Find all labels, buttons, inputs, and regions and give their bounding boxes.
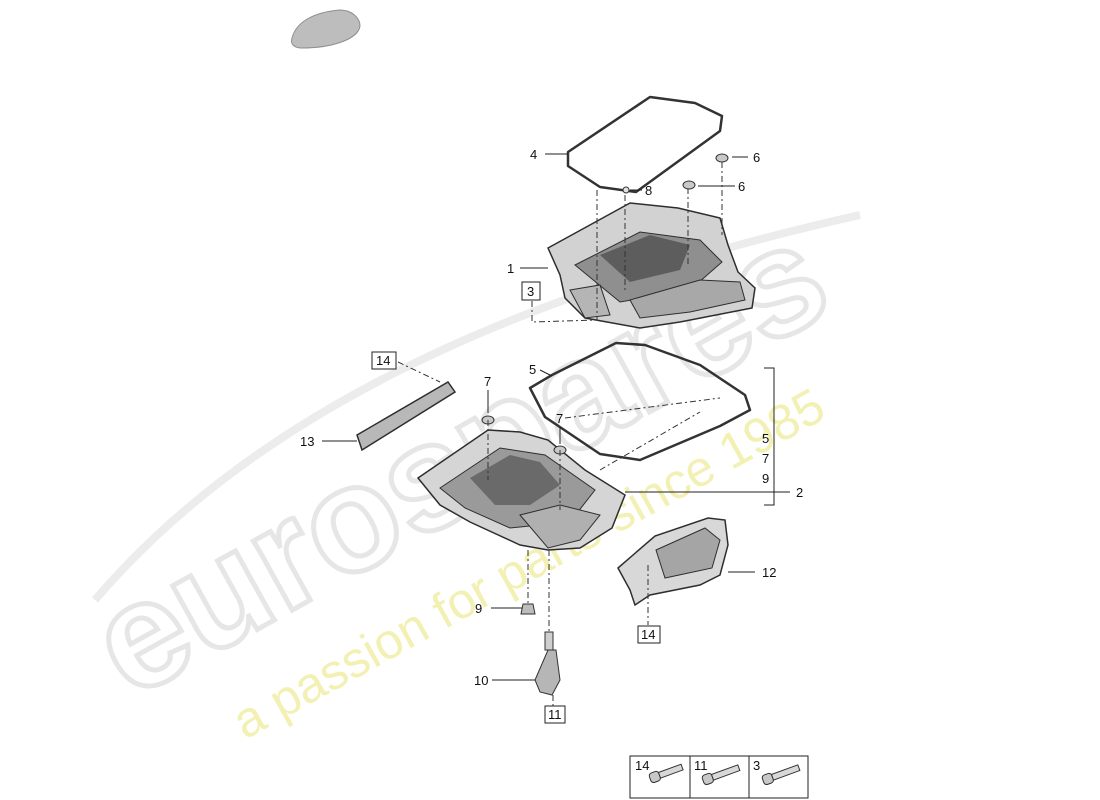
callout-10: 10 [474, 673, 488, 688]
fastener-label-11: 11 [694, 758, 708, 773]
callout-3-box: 3 [521, 281, 541, 301]
plug-6-upper [715, 153, 729, 163]
callout-14-upper-box: 14 [371, 351, 397, 370]
callout-14-lower: 14 [641, 627, 655, 642]
lower-oil-pan [416, 429, 626, 551]
upper-oil-pan [547, 202, 756, 329]
callout-14-lower-box: 14 [637, 625, 661, 644]
callout-4: 4 [530, 147, 537, 162]
callout-7-group: 7 [762, 451, 769, 466]
callout-9: 9 [475, 601, 482, 616]
callout-13: 13 [300, 434, 314, 449]
lower-dash-lines [397, 361, 721, 706]
cover-12 [617, 517, 729, 607]
car-silhouette-icon [291, 9, 361, 49]
callout-11: 11 [548, 707, 562, 722]
callout-5-group: 5 [762, 431, 769, 446]
upper-gasket [566, 95, 724, 194]
callout-8: 8 [645, 183, 652, 198]
callout-6-lower: 6 [738, 179, 745, 194]
callout-11-box: 11 [544, 705, 566, 724]
bolt-11-icon [701, 764, 741, 786]
upper-dash-lines [531, 162, 723, 323]
bolt-14-icon [648, 763, 684, 784]
plug-6-lower [682, 180, 696, 190]
callout-7-right: 7 [556, 411, 563, 426]
oil-level-sensor-10 [534, 631, 561, 696]
callout-2: 2 [796, 485, 803, 500]
callout-1: 1 [507, 261, 514, 276]
callout-12: 12 [762, 565, 776, 580]
bolt-3-icon [761, 764, 801, 786]
callout-7-left: 7 [484, 374, 491, 389]
fastener-label-3: 3 [753, 758, 760, 773]
callout-5-left: 5 [529, 362, 536, 377]
callout-9-group: 9 [762, 471, 769, 486]
fastener-box: 14 11 3 [629, 755, 809, 799]
callout-14-upper: 14 [376, 353, 390, 368]
leader-lines [322, 153, 790, 681]
callout-labels: 4 6 6 8 1 3 14 5 7 7 13 5 7 9 2 12 9 14 … [300, 147, 803, 724]
callout-3: 3 [527, 284, 534, 299]
lower-gasket [528, 341, 752, 462]
drain-plug-9 [520, 603, 536, 615]
strainer-13 [356, 381, 457, 452]
callout-6-upper: 6 [753, 150, 760, 165]
plug-8 [622, 186, 630, 194]
fastener-label-14: 14 [635, 758, 649, 773]
